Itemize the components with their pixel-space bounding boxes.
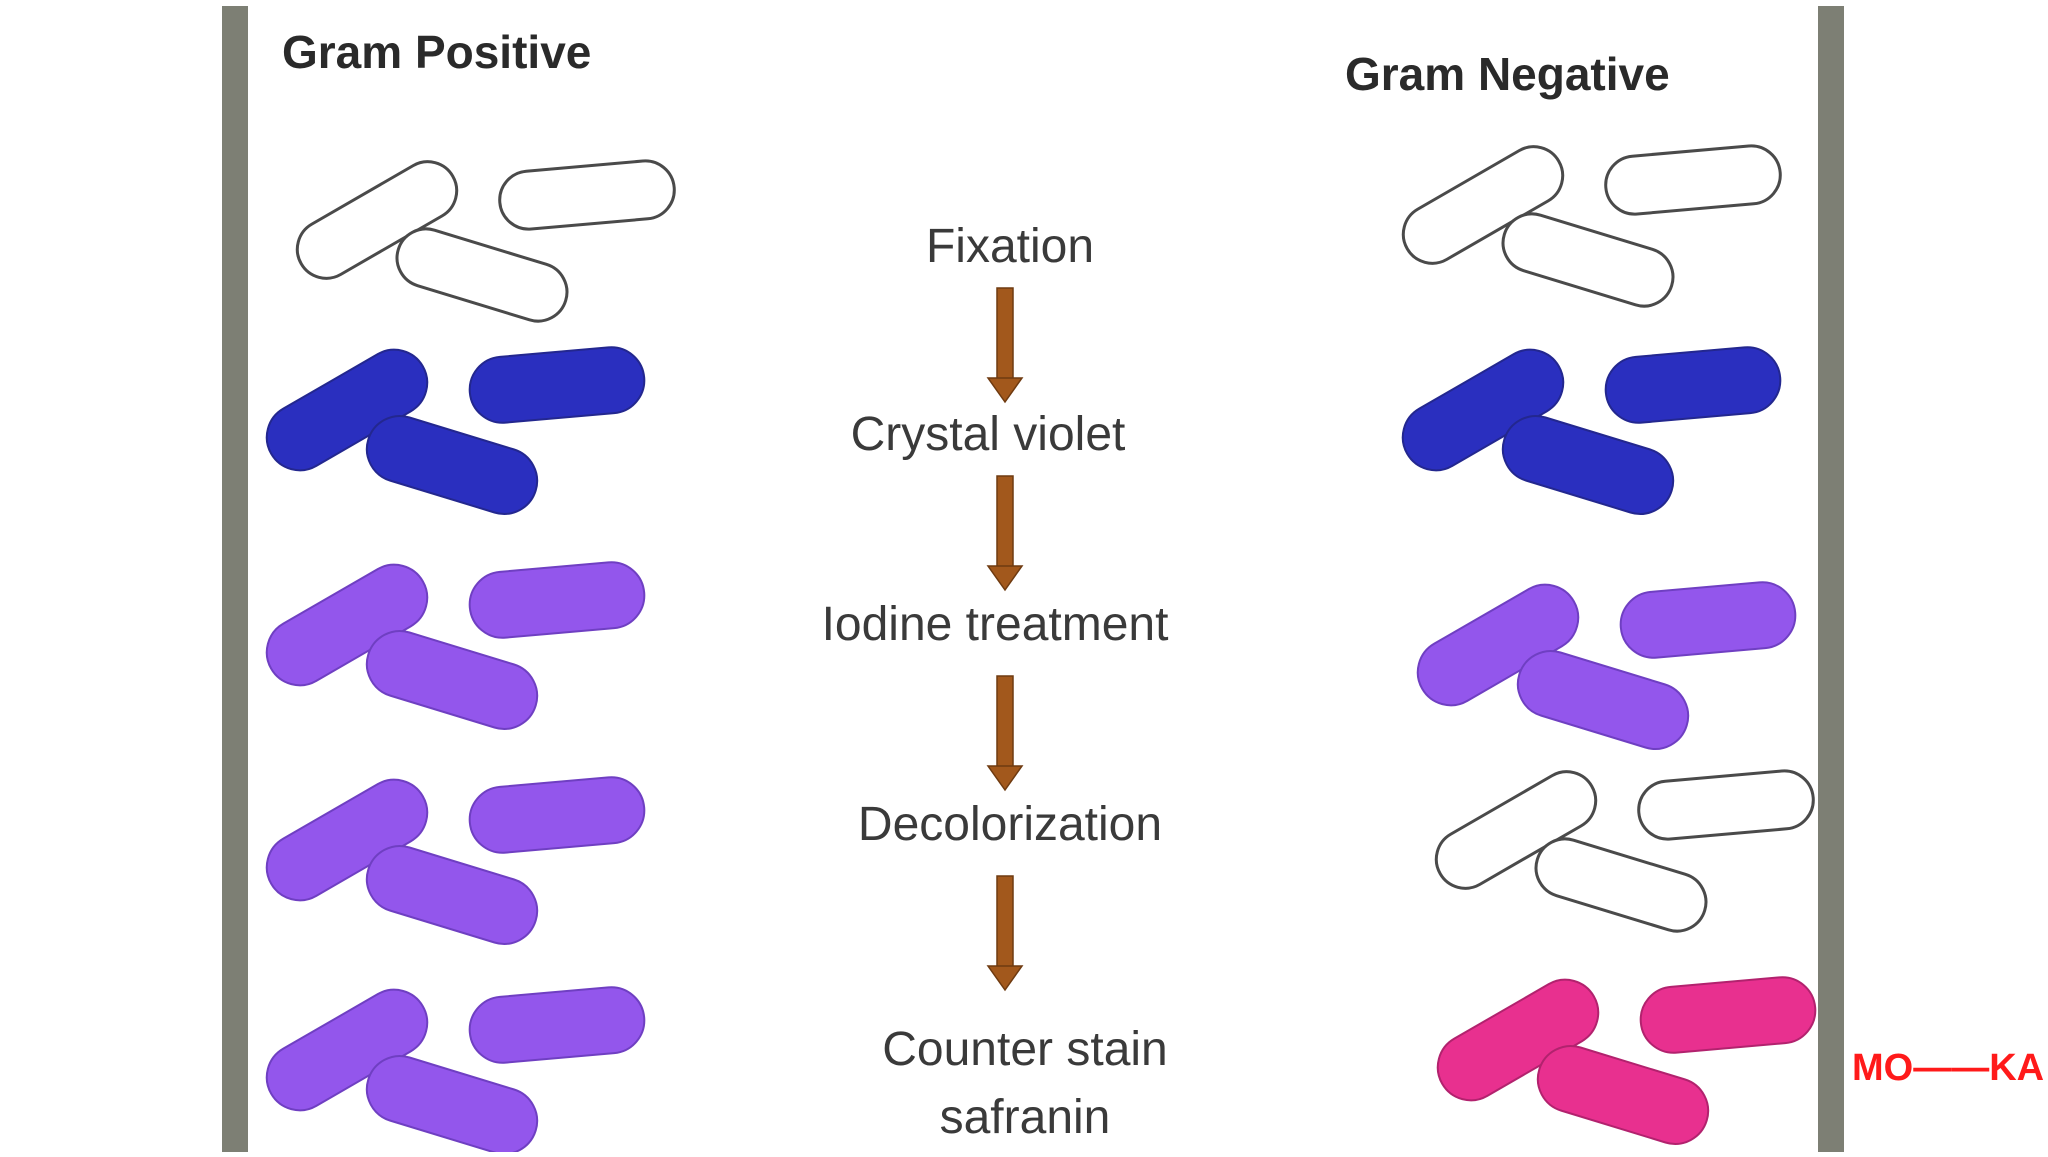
gram-positive-rod-1-c [395, 227, 569, 323]
step-safranin-label: safranin [940, 1091, 1111, 1144]
arrow-4-shaft [996, 875, 1014, 969]
process-arrows [986, 287, 1024, 992]
gram-positive-rod-5-b [468, 986, 646, 1064]
gram-negative-rod-3-b [1619, 581, 1797, 659]
watermark-logo: MO——KA [1852, 1047, 2044, 1089]
arrow-2-shaft [996, 475, 1014, 569]
gram-negative-rod-2-a [1401, 348, 1565, 472]
gram-negative-rod-1-b [1604, 144, 1782, 216]
step-counter-stain-label: Counter stain [882, 1023, 1168, 1076]
gram-negative-title: Gram Negative [1345, 48, 1670, 100]
watermark-text: MO——KA [1852, 1047, 2044, 1089]
arrow-2-head-icon [986, 565, 1024, 592]
gram-positive-rod-3-c [365, 630, 539, 730]
gram-negative-rod-5-a [1436, 978, 1600, 1102]
gram-positive-rod-2-c [365, 415, 539, 515]
gram-positive-rod-4-c [365, 845, 539, 945]
gram-negative-rod-4-b [1637, 769, 1815, 841]
right-frame-bar [1818, 6, 1844, 1152]
gram-positive-rod-3-b [468, 561, 646, 639]
step-crystal-violet-label: Crystal violet [851, 408, 1126, 461]
gram-positive-rod-3-a [265, 563, 429, 687]
gram-positive-rod-5-c [365, 1055, 539, 1155]
arrow-1-shaft [996, 287, 1014, 381]
gram-negative-bacteria [1401, 144, 1817, 1145]
arrow-3-head-icon [986, 765, 1024, 792]
step-decolorization-label: Decolorization [858, 798, 1162, 851]
arrow-3-shaft [996, 675, 1014, 769]
gram-negative-rod-4-c [1534, 837, 1708, 933]
gram-negative-rod-3-c [1516, 650, 1690, 750]
gram-positive-rod-2-b [468, 346, 646, 424]
gram-negative-rod-1-c [1501, 212, 1675, 308]
gram-negative-rod-5-c [1536, 1045, 1710, 1145]
gram-positive-rod-1-a [295, 160, 459, 280]
gram-positive-bacteria [265, 159, 676, 1155]
gram-negative-rod-3-a [1416, 583, 1580, 707]
gram-negative-rod-5-b [1639, 976, 1817, 1054]
arrow-4-head-icon [986, 965, 1024, 992]
gram-positive-rod-4-a [265, 778, 429, 902]
gram-positive-rod-5-a [265, 988, 429, 1112]
gram-positive-rod-2-a [265, 348, 429, 472]
gram-negative-rod-4-a [1434, 770, 1598, 890]
gram-negative-rod-2-c [1501, 415, 1675, 515]
gram-negative-rod-2-b [1604, 346, 1782, 424]
gram-positive-rod-1-b [498, 159, 676, 231]
step-iodine-treatment-label: Iodine treatment [822, 598, 1169, 651]
gram-negative-rod-1-a [1401, 145, 1565, 265]
gram-positive-rod-4-b [468, 776, 646, 854]
gram-positive-title: Gram Positive [282, 26, 591, 78]
arrow-1-head-icon [986, 377, 1024, 404]
left-frame-bar [222, 6, 248, 1152]
step-fixation-label: Fixation [926, 220, 1094, 273]
